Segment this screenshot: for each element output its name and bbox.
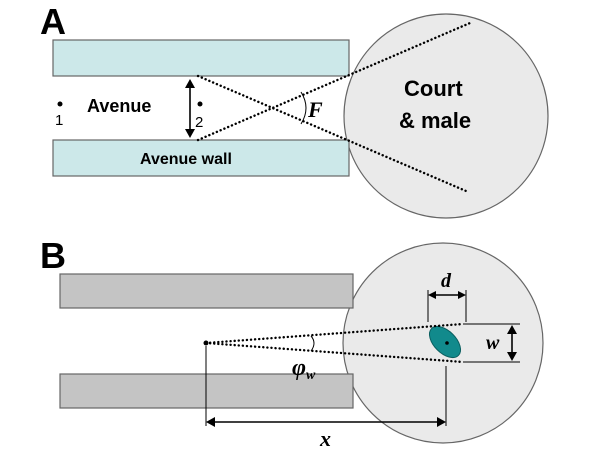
avenue-wall-bottom (52, 139, 350, 177)
angle-f-label: F (307, 97, 323, 122)
avenue-wall-top (52, 39, 350, 77)
male-center-dot (445, 341, 449, 345)
apex-dot (203, 340, 209, 346)
arrowhead-right-icon (458, 291, 466, 299)
angle-arc-f (300, 91, 307, 125)
depth-d-label: d (441, 270, 452, 292)
sightline-lower (196, 21, 472, 142)
panel-b: B φw x w (40, 235, 544, 450)
position-1-dot (57, 101, 63, 107)
position-2-dot (197, 101, 203, 107)
width-w-label: w (486, 332, 500, 354)
distance-x-label: x (319, 426, 331, 450)
arrowhead-left-icon (428, 291, 436, 299)
panel-a-label: A (40, 1, 66, 42)
arrowhead-down-icon (507, 352, 517, 361)
avenue-label: Avenue (87, 96, 151, 116)
male-ellipse-icon (428, 325, 462, 359)
arrowhead-down-icon (185, 129, 195, 138)
angle-arc-phi (310, 335, 315, 352)
arrowhead-up-icon (185, 79, 195, 88)
angle-phi-label: φw (292, 355, 316, 383)
angle-phi-symbol: φ (292, 355, 306, 381)
angle-phi-subscript: w (306, 368, 316, 383)
gray-wall-top (59, 273, 354, 309)
position-1-label: 1 (55, 112, 63, 129)
court-label-line2: & male (399, 108, 471, 133)
panel-a: A Avenue 1 2 Avenue wall F Court & male (40, 1, 549, 219)
avenue-wall-label: Avenue wall (140, 151, 232, 168)
arrowhead-left-icon (206, 417, 215, 427)
arrowhead-up-icon (507, 325, 517, 334)
panel-b-label: B (40, 235, 66, 276)
court-circle-a (343, 13, 549, 219)
arrowhead-right-icon (437, 417, 446, 427)
sightline-upper (196, 74, 468, 193)
position-2-label: 2 (195, 114, 203, 131)
court-label-line1: Court (404, 76, 463, 101)
